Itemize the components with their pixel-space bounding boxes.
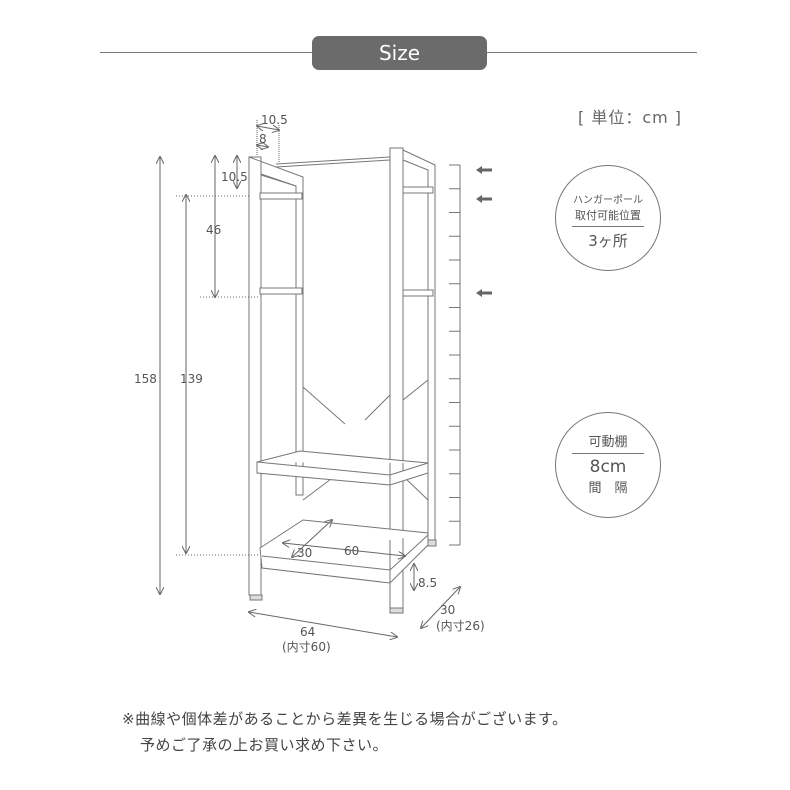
hanger-position-circle: ハンガーポール 取付可能位置 3ヶ所 [555,165,661,271]
dim-top-drop: 10.5 [221,170,248,184]
dim-width-inner: (内寸60) [282,640,331,654]
right-frame [389,147,437,614]
dim-top-inner: 8 [259,132,267,146]
dim-depth-inner: (内寸26) [436,619,485,633]
dim-width: 64 [300,625,315,639]
shelf-interval-circle: 可動棚 8cm 間 隔 [555,412,661,518]
hanger-circle-value: 3ヶ所 [588,232,628,250]
divider [572,226,644,227]
hanger-circle-line1: ハンガーポール [573,195,643,206]
dim-depth: 30 [440,603,455,617]
shelf-circle-line2: 間 隔 [588,481,628,496]
hanger-position-arrows [476,166,492,297]
header-line-left [100,52,312,53]
middle-shelf [256,450,429,486]
shelf-circle-value: 8cm [589,457,627,477]
cross-brace [302,379,429,501]
dim-shelf-depth: 30 [297,546,312,560]
dim-total-height: 158 [134,372,157,386]
shelf-circle-line1: 可動棚 [588,435,628,450]
dim-floor-clearance: 8.5 [418,576,437,590]
note-line-1: ※曲線や個体差があることから差異を生じる場合がございます。 [122,710,568,728]
hanger-circle-line2: 取付可能位置 [575,209,641,222]
note-line-2: 予めご了承の上お買い求め下さい。 [140,736,389,754]
divider [572,453,644,454]
dim-hanger-range: 46 [206,223,221,237]
header-line-right [487,52,697,53]
size-title-badge: Size [312,36,487,70]
left-frame [248,156,304,601]
arrow-icon [476,289,492,297]
unit-label: [ 単位：cm ] [578,108,683,127]
arrow-icon [476,166,492,174]
arrow-icon [476,195,492,203]
dim-shelf-width: 60 [344,544,359,558]
dim-top-width: 10.5 [261,113,288,127]
dim-shelf-height: 139 [180,372,203,386]
shelf-pitch-scale [449,164,461,546]
hanger-pole [275,156,391,168]
